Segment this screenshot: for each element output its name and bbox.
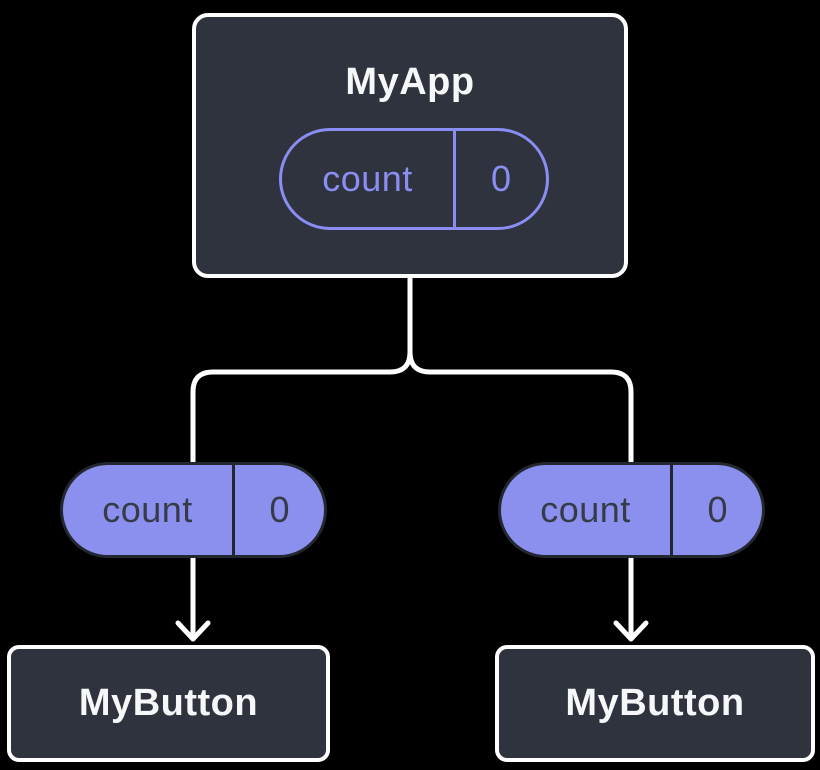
state-pill-value: 0 xyxy=(453,131,546,227)
child-component-box-left: MyButton xyxy=(7,645,330,762)
prop-pill-left: count 0 xyxy=(60,462,327,558)
down-arrow-left xyxy=(175,555,211,642)
child-component-left-label: MyButton xyxy=(78,682,259,724)
prop-pill-right: count 0 xyxy=(498,462,765,558)
root-component-box: MyApp count 0 xyxy=(192,13,628,278)
state-pill: count 0 xyxy=(279,128,549,230)
child-component-right-label: MyButton xyxy=(565,682,745,724)
prop-pill-left-name: count xyxy=(102,489,193,530)
child-component-box-right: MyButton xyxy=(495,645,815,762)
prop-pill-right-value: 0 xyxy=(670,465,762,555)
state-pill-name: count xyxy=(322,158,413,199)
prop-pill-left-value: 0 xyxy=(232,465,324,555)
fork-connector-left-branch xyxy=(190,275,413,465)
fork-connector-right-branch xyxy=(407,275,634,465)
prop-pill-right-name: count xyxy=(540,489,631,530)
root-component-label: MyApp xyxy=(345,61,475,103)
down-arrow-right xyxy=(613,555,649,642)
